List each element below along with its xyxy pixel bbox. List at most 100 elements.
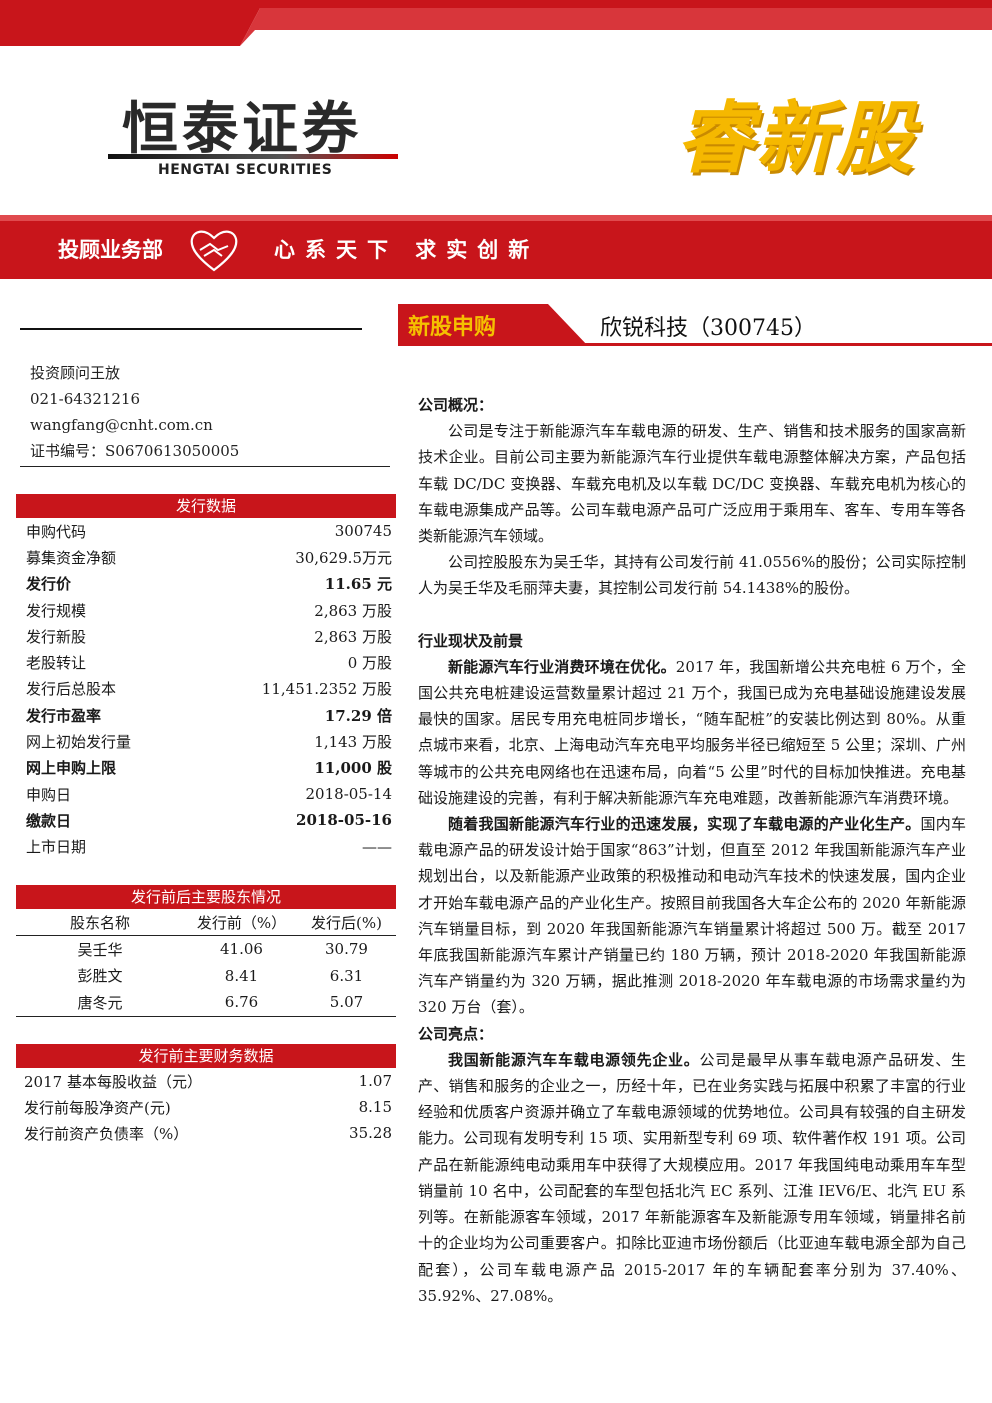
shareholder-header-row: 股东名称 发行前（%） 发行后(%) [16,909,396,935]
logo-chinese: 恒泰证券 [122,97,362,162]
issue-row: 老股转让 0 万股 [16,649,396,675]
issue-row-value: 0 万股 [347,654,392,673]
highlights-lead-1: 我国新能源汽车车载电源领先企业。 [448,1050,700,1069]
highlights-heading: 公司亮点： [418,1024,494,1043]
industry-paragraph-2: 随着我国新能源汽车行业的迅速发展，实现了车载电源的产业化生产。国内车载电源产品的… [418,811,966,1021]
issue-row: 上市日期 —— [16,834,396,860]
overview-paragraph-1: 公司是专注于新能源汽车车载电源的研发、生产、销售和技术服务的国家高新技术企业。目… [418,422,966,546]
issue-row-value: 11,451.2352 万股 [261,680,392,699]
finance-row: 发行前资产负债率（%） 35.28 [16,1120,396,1146]
shareholder-row: 彭胜文 8.41 6.31 [16,963,396,990]
issue-row-label: 上市日期 [26,838,87,857]
finance-row-label: 发行前资产负债率（%） [24,1124,189,1143]
overview-heading: 公司概况： [418,396,494,414]
issue-row-label: 申购代码 [26,522,87,541]
advisor-name: 投资顾问王放 [30,364,121,382]
industry-lead-1: 新能源汽车行业消费环境在优化。 [448,657,676,676]
issue-row-value: 1,143 万股 [314,733,392,752]
issue-row-label: 募集资金净额 [26,548,117,567]
main-content: 公司概况： 公司是专注于新能源汽车车载电源的研发、生产、销售和技术服务的国家高新… [418,392,966,1309]
shareholder-row: 唐冬元 6.76 5.07 [16,989,396,1016]
issue-row-label: 发行新股 [26,627,87,646]
issue-row-label: 申购日 [26,785,72,804]
issue-row: 发行市盈率 17.29 倍 [16,702,396,728]
industry-heading: 行业现状及前景 [418,631,524,650]
shareholder-header-rule [16,935,396,936]
finance-table-title: 发行前主要财务数据 [16,1044,396,1068]
left-divider [20,328,362,330]
shareholder-cell: 彭胜文 [77,967,123,986]
shareholder-cell: 5.07 [329,993,364,1012]
issue-row-label: 发行价 [26,575,72,594]
issue-row: 发行新股 2,863 万股 [16,623,396,649]
issue-row-value: 30,629.5万元 [295,548,392,567]
issue-row-value: 11,000 股 [314,759,392,778]
issue-row: 申购日 2018-05-14 [16,781,396,807]
advisor-email[interactable]: wangfang@cnht.com.cn [30,416,213,434]
advisor-cert: 证书编号：S0670613050005 [30,442,240,460]
advisor-info: 投资顾问王放 021-64321216 wangfang@cnht.com.cn… [30,360,239,464]
issue-row-value: 17.29 倍 [324,706,392,725]
issue-row-value: 11.65 元 [324,575,392,594]
highlights-text-1: 公司是最早从事车载电源产品研发、生产、销售和服务的企业之一，历经十年，已在业务实… [418,1050,966,1305]
company-title: 欣锐科技（300745） [600,316,816,341]
shareholder-rows: 吴壬华 41.06 30.79 彭胜文 8.41 6.31 唐冬元 6.76 5.07 [16,936,396,1016]
shareholder-cell: 6.31 [329,966,364,985]
shareholder-cell: 吴壬华 [77,940,123,959]
issue-row-value: 2,863 万股 [314,601,392,620]
title-underline [584,343,992,346]
issue-row: 发行价 11.65 元 [16,571,396,597]
logo-english: HENGTAI SECURITIES [158,162,333,178]
issue-row-value: —— [362,837,392,856]
spacer [418,602,966,628]
finance-row-value: 35.28 [349,1124,392,1142]
issue-table-title: 发行数据 [16,494,396,518]
advisor-divider [20,466,390,467]
slogan: 心系天下 求实创新 [274,238,540,262]
shareholder-table: 发行前后主要股东情况 股东名称 发行前（%） 发行后(%) 吴壬华 41.06 30… [16,885,396,1017]
finance-row: 发行前每股净资产(元)8.15 [16,1094,396,1120]
industry-lead-2: 随着我国新能源汽车行业的迅速发展，实现了车载电源的产业化生产。 [448,815,921,834]
section-tag: 新股申购 [408,315,497,340]
company-logo: 恒泰证券 HENGTAI SECURITIES [100,84,410,184]
finance-row: 2017 基本每股收益（元）1.07 [16,1068,396,1094]
issue-row: 网上初始发行量 1,143 万股 [16,728,396,754]
header-top-band [0,0,992,46]
issue-row-value: 2018-05-16 [296,811,392,830]
issue-row-value: 2,863 万股 [314,627,392,646]
brand-title: 睿新股 [676,94,917,184]
issue-row-value: 2018-05-14 [305,785,392,804]
highlights-paragraph-1: 我国新能源汽车车载电源领先企业。公司是最早从事车载电源产品研发、生产、销售和服务… [418,1047,966,1309]
finance-row-label: 发行前每股净资产(元) [24,1098,171,1117]
issue-row: 缴款日 2018-05-16 [16,807,396,833]
industry-text-2: 国内车载电源产品的研发设计始于国家“863”计划，但直至 2012 年我国新能源… [418,815,966,1017]
shareholder-table-title: 发行前后主要股东情况 [16,885,396,909]
shareholder-cell: 8.41 [224,966,259,985]
shareholder-cell: 41.06 [220,940,263,959]
advisor-phone: 021-64321216 [30,390,141,408]
overview-paragraph-2: 公司控股股东为吴壬华，其持有公司发行前 41.0556%的股份；公司实际控制人为… [418,553,966,598]
shareholder-row: 吴壬华 41.06 30.79 [16,936,396,963]
title-tag-bg [398,304,588,346]
finance-row-value: 1.07 [358,1072,392,1090]
shareholder-cell: 唐冬元 [77,993,123,1012]
shareholder-cell: 30.79 [325,940,368,959]
shareholder-cell: 6.76 [224,993,259,1012]
industry-paragraph-1: 新能源汽车行业消费环境在优化。2017 年，我国新增公共充电桩 6 万个，全国公… [418,654,966,811]
issue-row-label: 网上申购上限 [26,759,117,778]
handshake-heart-icon [190,230,238,272]
issue-row-label: 老股转让 [26,654,87,673]
issue-row-label: 网上初始发行量 [26,733,132,752]
issue-row: 网上申购上限 11,000 股 [16,755,396,781]
issue-row-label: 缴款日 [26,811,72,830]
header-red-band [0,215,992,279]
department-label: 投顾业务部 [58,238,163,262]
issue-row-label: 发行市盈率 [26,706,102,725]
